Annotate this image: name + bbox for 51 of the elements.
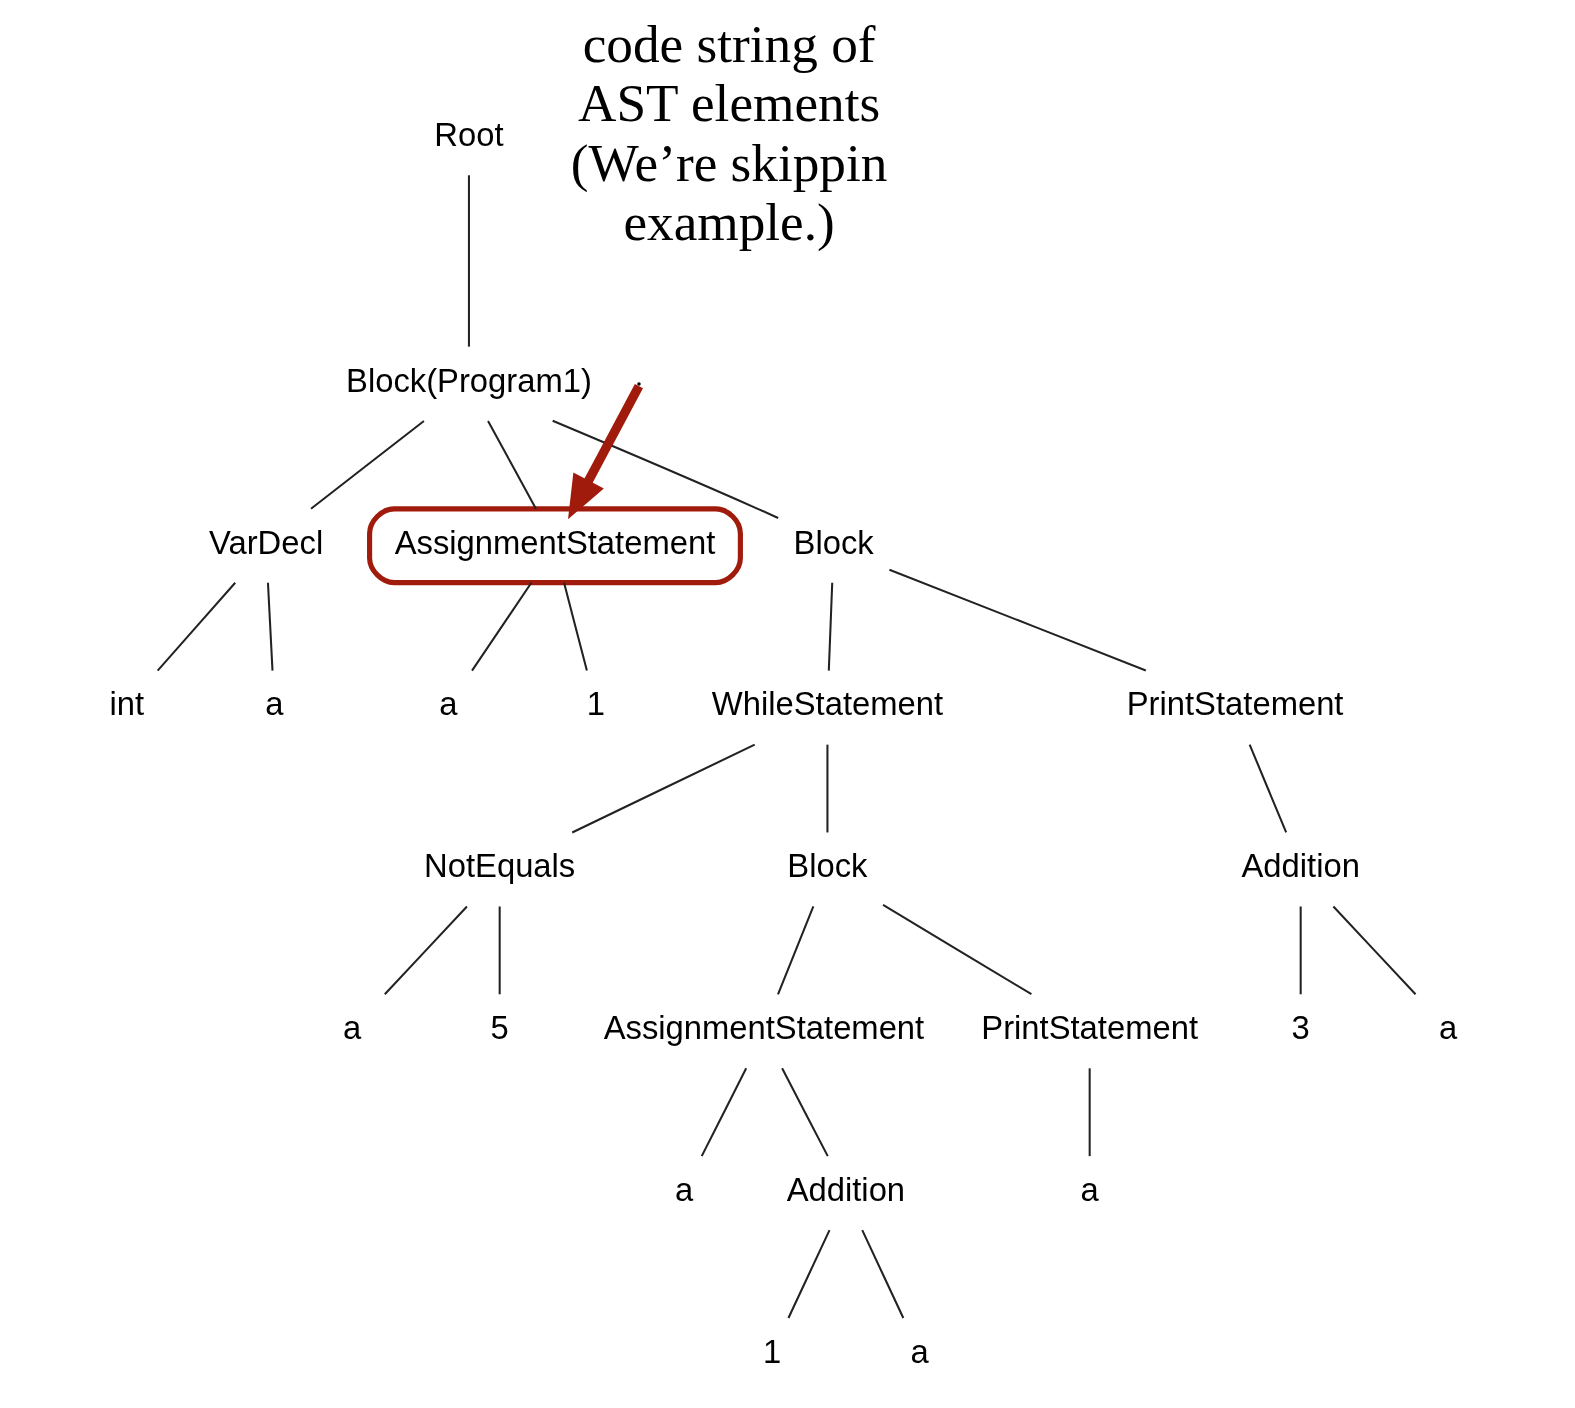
- connector: [777, 905, 815, 995]
- label: code string of AST elements (We’re skippin example.): [570, 14, 888, 252]
- connector: [787, 1229, 831, 1318]
- node-text: Addition: [786, 1170, 906, 1208]
- node-text: 1: [586, 684, 606, 722]
- node-text: Block(Program1): [346, 361, 592, 399]
- connector: [563, 582, 588, 671]
- connector: [498, 905, 501, 994]
- node-text: PrintStatement: [1126, 684, 1344, 722]
- node-text: 5: [490, 1008, 509, 1046]
- node-text: a: [674, 1170, 694, 1208]
- node-text: 3: [1291, 1008, 1310, 1046]
- connector: [571, 743, 756, 833]
- connector: [310, 419, 425, 510]
- connector: [471, 581, 533, 671]
- connector: [487, 419, 537, 509]
- node-box: AssignmentStatement: [367, 505, 743, 585]
- connector: [467, 174, 470, 347]
- connector: [266, 582, 274, 671]
- node-text: AssignmentStatement: [603, 1008, 925, 1046]
- node-text: PrintStatement: [981, 1008, 1199, 1046]
- node-text: Root: [434, 115, 504, 153]
- connector: [882, 903, 1032, 995]
- node-text: Block: [787, 846, 868, 884]
- connector: [827, 582, 834, 671]
- node-text: a: [1080, 1170, 1099, 1208]
- node-text: a: [910, 1332, 929, 1370]
- connector: [1299, 905, 1302, 994]
- node-text: int: [109, 684, 145, 722]
- connector: [861, 1229, 905, 1318]
- connector: [826, 744, 829, 832]
- node-text: a: [439, 684, 458, 722]
- node-text: a: [343, 1008, 362, 1046]
- connector: [384, 905, 468, 995]
- node-text: Addition: [1241, 846, 1360, 884]
- connector: [1088, 1067, 1091, 1156]
- connector: [1332, 905, 1417, 995]
- connector: [700, 1067, 748, 1157]
- connector: [781, 1067, 829, 1157]
- node-text: Block: [793, 523, 874, 561]
- connector: [889, 568, 1147, 671]
- connector: [1248, 743, 1288, 833]
- node-text: VarDecl: [209, 523, 324, 561]
- node-text: 1: [763, 1332, 782, 1370]
- node-text: a: [1439, 1008, 1458, 1046]
- node-text: WhileStatement: [711, 684, 944, 722]
- connector: [156, 581, 236, 671]
- node-text: a: [265, 684, 284, 722]
- node-text: NotEquals: [424, 846, 576, 884]
- connector: [552, 419, 779, 519]
- arrow: [568, 383, 643, 519]
